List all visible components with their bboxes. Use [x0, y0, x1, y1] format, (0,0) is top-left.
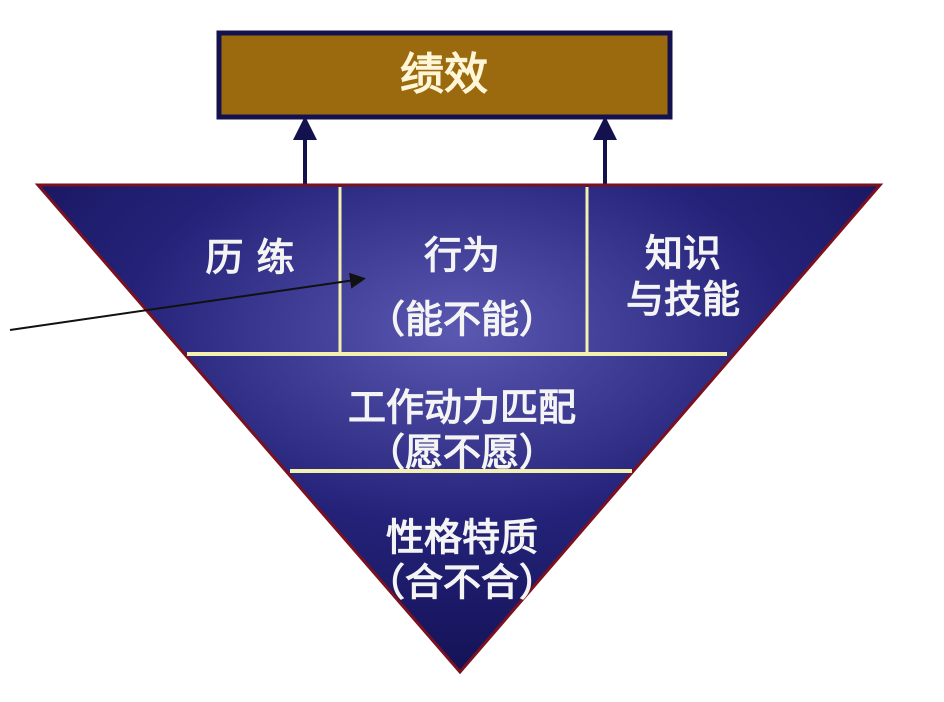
- pointer-arrow: [9, 272, 366, 331]
- skills-label: 与技能: [626, 278, 740, 322]
- motivation-sub-label: （愿不愿）: [367, 431, 557, 475]
- behavior-sub-label: （能不能）: [367, 298, 557, 342]
- motivation-label: 工作动力匹配: [348, 386, 576, 430]
- personality-label: 性格特质: [386, 516, 538, 560]
- performance-label: 绩效: [400, 49, 488, 100]
- knowledge-label: 知识: [645, 232, 721, 276]
- experience-label: 历 练: [205, 236, 294, 280]
- performance-box: [216, 30, 673, 120]
- personality-sub-label: （合不合）: [367, 561, 557, 605]
- behavior-label: 行为: [424, 234, 500, 278]
- inverted-triangle: [34, 183, 884, 675]
